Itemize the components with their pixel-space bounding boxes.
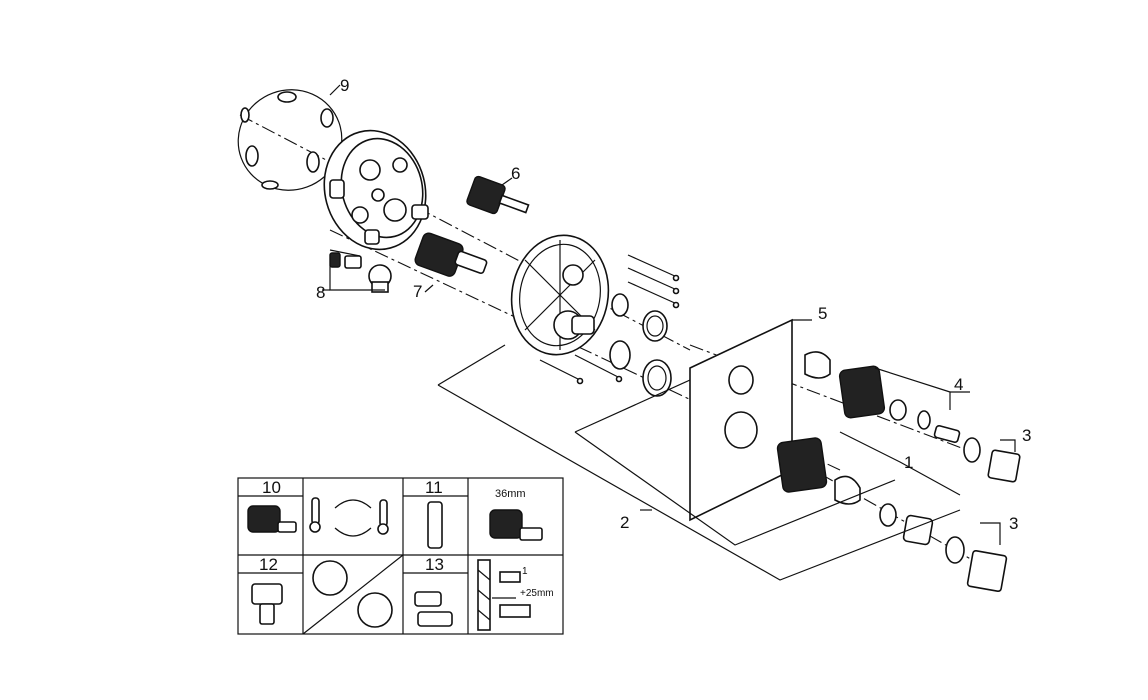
callout-5: 5 — [818, 304, 827, 323]
accessory-legend: 10 11 12 13 36mm 1 +25mm — [237, 477, 564, 635]
bracket-lines — [437, 344, 961, 581]
callout-6: 6 — [511, 164, 520, 183]
callout-8: 8 — [316, 283, 325, 302]
extension-13-icon — [414, 591, 442, 607]
callout-numbers: 9 6 7 8 5 4 3 1 3 2 — [316, 76, 1031, 533]
temperature-swap-icon — [309, 497, 389, 537]
part-8-valve-set — [322, 249, 392, 293]
part-3-cap-lower — [966, 522, 1008, 593]
part-7-thermostat-cartridge — [414, 232, 488, 293]
adapter-12-icon — [251, 583, 283, 605]
part-3-cap-upper — [987, 439, 1021, 483]
part-9-gasket-ring — [237, 84, 343, 191]
handle-orientation-icon-2 — [357, 592, 393, 628]
legend-number-13: 13 — [425, 555, 444, 574]
extension-label: +25mm — [520, 588, 554, 599]
callout-1: 1 — [904, 453, 913, 472]
part-6-cartridge — [466, 175, 530, 215]
callout-2: 2 — [620, 513, 629, 532]
callout-9: 9 — [340, 76, 349, 95]
mounting-screws — [539, 254, 680, 385]
valve-housing — [323, 129, 429, 251]
legend-number-12: 12 — [259, 555, 278, 574]
o-rings-and-bushings — [609, 293, 672, 397]
part-1-lower-handle-assembly — [776, 431, 965, 564]
mounting-plate — [510, 234, 610, 356]
callout-3-upper: 3 — [1022, 426, 1031, 445]
part-4-handle-assembly — [804, 351, 981, 463]
depth-step-label: 1 — [522, 566, 528, 577]
part-5-cover-plate — [689, 318, 812, 522]
callout-4: 4 — [954, 375, 963, 394]
legend-number-11: 11 — [425, 478, 443, 497]
handle-orientation-icon-1 — [312, 560, 348, 596]
callout-7: 7 — [413, 282, 422, 301]
legend-number-10: 10 — [262, 478, 281, 497]
cartridge-36mm-icon — [489, 509, 523, 539]
callout-3-lower: 3 — [1009, 514, 1018, 533]
cartridge-10-icon — [247, 505, 281, 533]
wall-depth-icon — [477, 559, 531, 631]
wrench-size-label: 36mm — [495, 488, 526, 500]
cartridge-11-icon — [427, 501, 443, 549]
